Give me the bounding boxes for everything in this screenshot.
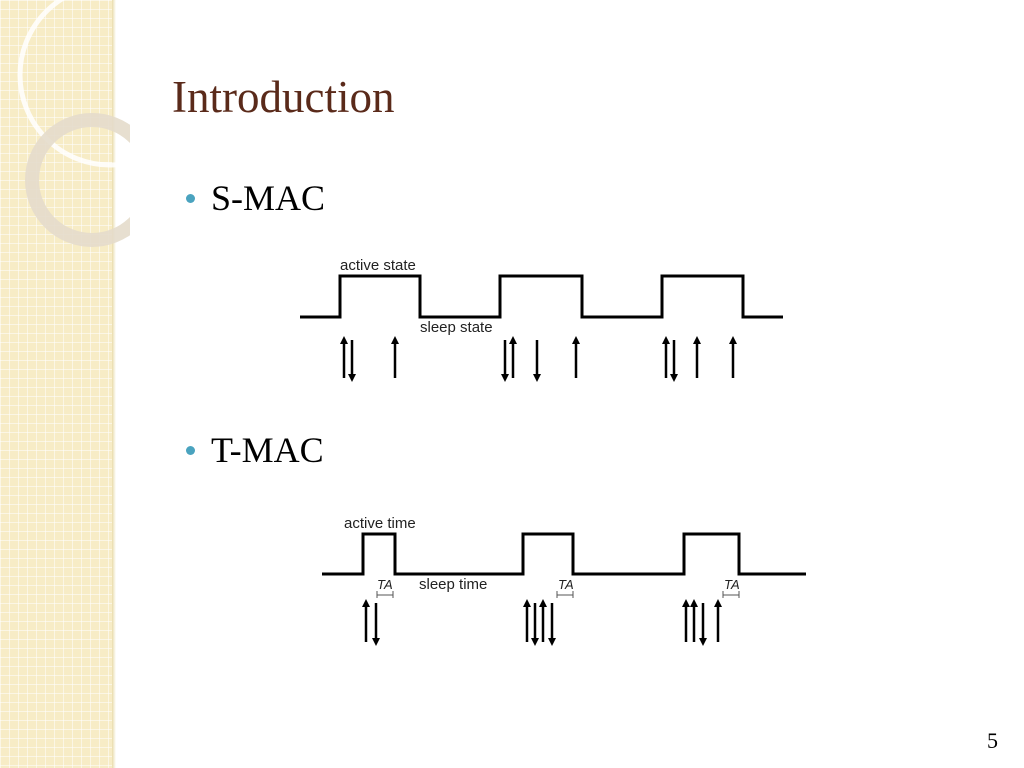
ta-marker: TA	[556, 577, 574, 598]
bullet-dot	[186, 193, 195, 203]
ta-marker: TA	[722, 577, 740, 598]
ta-label: TA	[724, 577, 740, 592]
smac-sleep-label: sleep state	[420, 319, 493, 336]
page-number: 5	[987, 728, 998, 753]
sidebar-edge	[112, 0, 116, 768]
ta-marker: TA	[376, 577, 394, 598]
ta-label: TA	[377, 577, 393, 592]
tmac-waveform	[322, 532, 806, 576]
bullet-tmac: T-MAC	[186, 430, 324, 470]
smac-arrows	[339, 335, 738, 383]
decorative-rings	[17, 0, 130, 247]
tmac-active-label: active time	[344, 515, 416, 532]
smac-active-label: active state	[340, 257, 416, 274]
tmac-sleep-label: sleep time	[419, 576, 487, 593]
bullet-smac: S-MAC	[186, 178, 325, 218]
slide-title: Introduction	[172, 72, 395, 122]
tmac-arrows	[361, 598, 723, 647]
bullet-dot	[186, 445, 195, 455]
smac-diagram: active state sleep state	[300, 257, 783, 383]
tmac-diagram: active time sleep time TA TA TA	[322, 515, 806, 647]
ta-label: TA	[558, 577, 574, 592]
bullet-label: S-MAC	[211, 178, 326, 218]
smac-waveform	[300, 274, 783, 319]
bullet-label: T-MAC	[211, 430, 324, 470]
